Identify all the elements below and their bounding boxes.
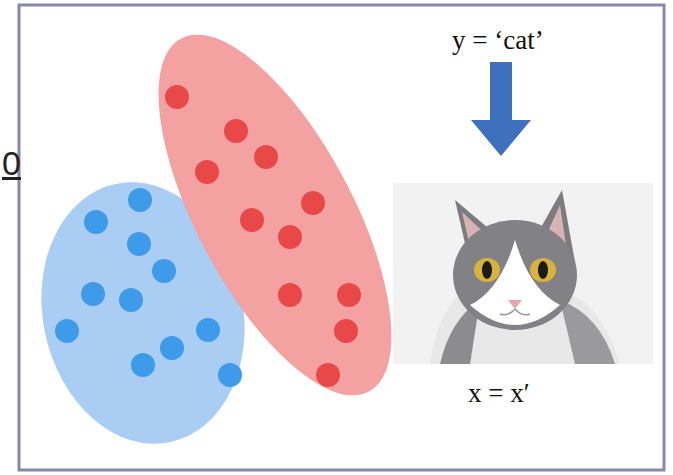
formula-label: x = x′ <box>468 379 530 409</box>
formula-label: y = ‘cat’ <box>452 26 544 56</box>
cat-photo <box>393 183 653 364</box>
red-cluster <box>112 2 438 428</box>
down-arrow <box>471 62 531 156</box>
red-dots <box>165 85 361 387</box>
blue-dots <box>55 188 242 387</box>
fragment-label: 0 <box>2 145 21 182</box>
